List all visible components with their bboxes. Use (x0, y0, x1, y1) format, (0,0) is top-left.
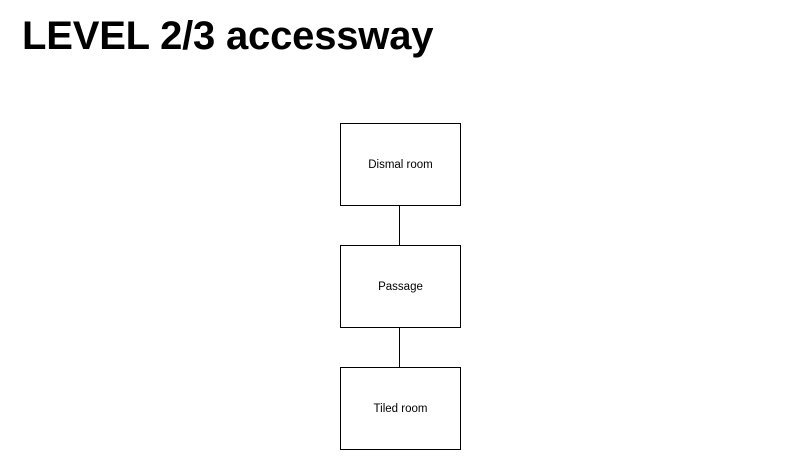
flow-node-label: Passage (378, 280, 423, 293)
connector-line (399, 206, 400, 245)
flow-connector-passage-to-tiled-room (340, 328, 461, 367)
flowchart: Dismal room Passage Tiled room (340, 123, 461, 450)
flow-node-passage[interactable]: Passage (340, 245, 461, 328)
connector-line (399, 328, 400, 367)
flow-connector-dismal-to-passage (340, 206, 461, 245)
flow-node-label: Dismal room (368, 158, 433, 171)
flow-node-tiled-room[interactable]: Tiled room (340, 367, 461, 450)
flow-node-label: Tiled room (373, 402, 428, 415)
page-title: LEVEL 2/3 accessway (22, 14, 434, 58)
flow-node-dismal-room[interactable]: Dismal room (340, 123, 461, 206)
